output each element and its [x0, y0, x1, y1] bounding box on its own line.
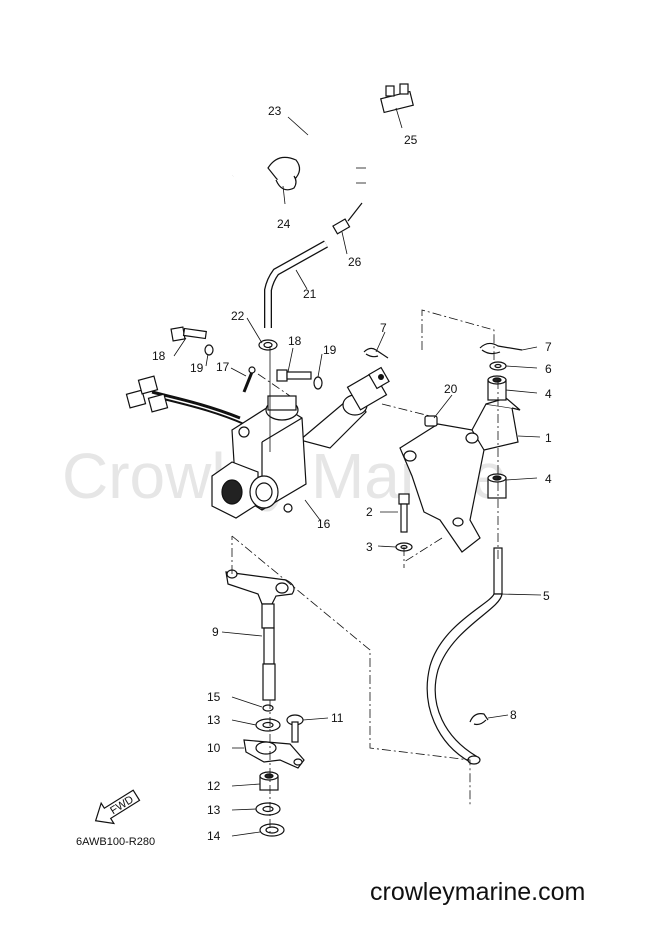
callout-19-left: 19	[190, 361, 204, 375]
bolt-11	[286, 714, 304, 743]
washer-13-bottom	[255, 802, 281, 816]
callout-4-top: 4	[545, 387, 552, 401]
callout-12: 12	[207, 779, 221, 793]
callout-4-bottom: 4	[545, 472, 552, 486]
power-trim-motor-16	[125, 346, 390, 519]
callout-24: 24	[277, 217, 291, 231]
callout-19-mid: 19	[323, 343, 337, 357]
callout-16: 16	[317, 517, 331, 531]
bushing-12	[259, 771, 279, 791]
clip-8	[469, 713, 489, 726]
callout-7-left: 7	[380, 321, 387, 335]
callout-18-mid: 18	[288, 334, 302, 348]
joint-26	[332, 202, 363, 235]
website-label: crowleymarine.com	[370, 878, 585, 906]
clip-7-left	[363, 347, 389, 359]
lever-arm-top	[225, 569, 295, 605]
bracket-1	[399, 397, 521, 553]
bolt-2	[398, 493, 410, 533]
hose-21	[264, 240, 328, 328]
callout-18-left: 18	[152, 349, 166, 363]
washer-19-mid	[313, 376, 323, 390]
callout-25: 25	[404, 133, 418, 147]
arm-10	[243, 739, 305, 769]
washer-19-left	[204, 344, 214, 356]
diagram-ref: 6AWB100-R280	[76, 836, 155, 848]
callout-2: 2	[366, 505, 373, 519]
washer-13-top	[255, 718, 281, 732]
bolt-18-left	[170, 326, 207, 342]
o-ring-15	[262, 704, 274, 712]
collar-4-bottom	[487, 473, 507, 499]
callouts: 23 25 24 26 21 22 18 19 17 18 19 7 7 6 4…	[152, 104, 552, 843]
holder-25	[380, 83, 414, 114]
callout-15: 15	[207, 690, 221, 704]
callout-3: 3	[366, 540, 373, 554]
link-rod-5	[426, 547, 503, 765]
callout-17: 17	[216, 360, 230, 374]
callout-13-top: 13	[207, 713, 221, 727]
fwd-arrow: FWD	[94, 789, 141, 825]
clip-7-right	[479, 342, 523, 355]
leader-lines	[173, 107, 542, 837]
bolt-18-mid	[276, 369, 312, 382]
callout-7-right: 7	[545, 340, 552, 354]
callout-20: 20	[444, 382, 458, 396]
callout-11: 11	[331, 711, 344, 725]
clip-24	[267, 156, 301, 191]
callout-13-bottom: 13	[207, 803, 221, 817]
callout-23: 23	[268, 104, 282, 118]
callout-6: 6	[545, 362, 552, 376]
callout-26: 26	[348, 255, 362, 269]
shaft-9	[261, 603, 276, 701]
callout-10: 10	[207, 741, 221, 755]
callout-21: 21	[303, 287, 317, 301]
callout-5: 5	[543, 589, 550, 603]
callout-1: 1	[545, 431, 552, 445]
washer-6	[489, 361, 507, 371]
vent-hose-23	[231, 109, 366, 201]
callout-22: 22	[231, 309, 245, 323]
circlip-14	[259, 823, 285, 837]
sleeve-20	[424, 415, 438, 427]
callout-14: 14	[207, 829, 221, 843]
callout-8: 8	[510, 708, 517, 722]
pin-17	[242, 366, 256, 393]
clamp-22	[258, 339, 278, 351]
assembly-lines	[231, 309, 499, 835]
collar-4-top	[487, 375, 507, 401]
callout-9: 9	[212, 625, 219, 639]
